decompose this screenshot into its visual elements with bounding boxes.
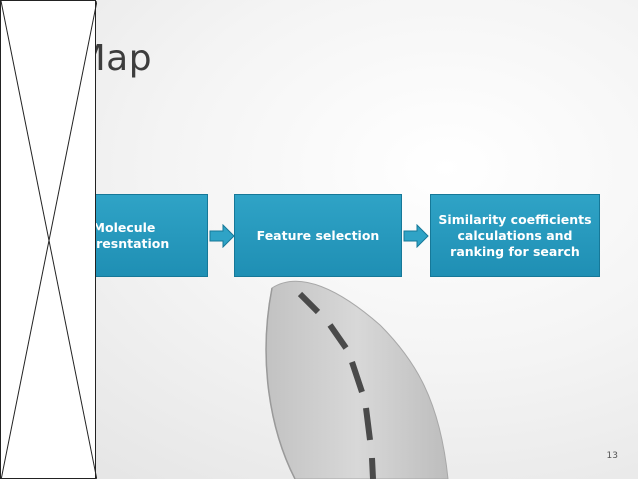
page-number: 13 (606, 451, 618, 461)
step-label: Similarity coefficients calculations and… (438, 211, 592, 259)
road-edge (265, 287, 296, 479)
step-label: Molecule epresntation (78, 219, 170, 251)
road-center-dash (297, 291, 376, 479)
right-arrow-icon (209, 224, 235, 248)
image-placeholder-icon (0, 0, 97, 479)
step-box-similarity-ranking: Similarity coefficients calculations and… (430, 194, 600, 277)
step-label: Feature selection (256, 227, 380, 243)
step-box-feature-selection: Feature selection (234, 194, 402, 277)
right-arrow-icon (403, 224, 429, 248)
